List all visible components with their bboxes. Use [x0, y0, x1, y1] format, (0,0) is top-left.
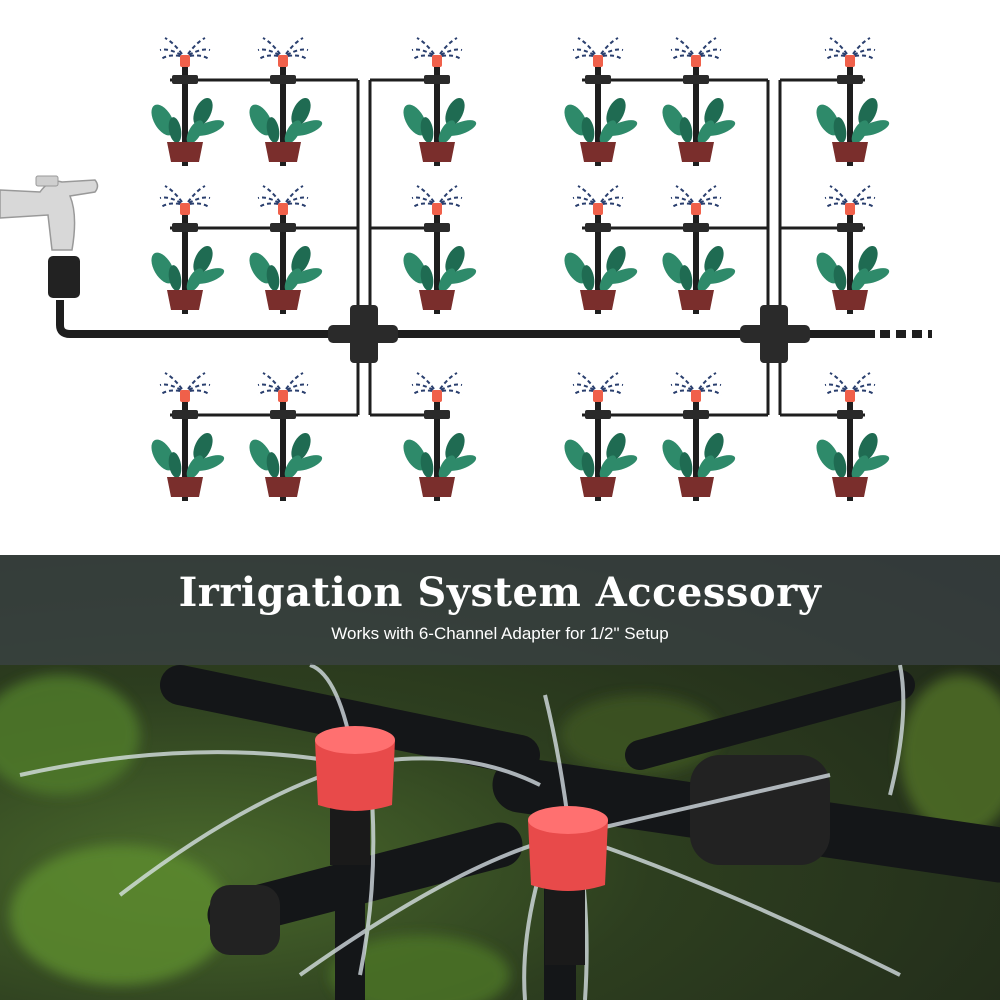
spray-icon	[572, 372, 624, 396]
faucet-icon	[0, 175, 99, 298]
spray-icon	[411, 185, 463, 209]
spray-icon	[670, 37, 722, 61]
title-banner: Irrigation System Accessory Works with 6…	[0, 555, 1000, 665]
potted-plant-with-sprinkler	[249, 372, 323, 501]
potted-plant-with-sprinkler	[403, 37, 477, 166]
potted-plant-with-sprinkler	[816, 37, 890, 166]
spray-icon	[572, 37, 624, 61]
irrigation-layout-diagram	[0, 37, 932, 501]
sprinkler-photo-illustration	[0, 663, 1000, 1000]
potted-plant-with-sprinkler	[662, 372, 736, 501]
spray-icon	[572, 185, 624, 209]
potted-plant-with-sprinkler	[151, 37, 225, 166]
spray-icon	[670, 372, 722, 396]
potted-plant-with-sprinkler	[816, 372, 890, 501]
spray-icon	[159, 185, 211, 209]
potted-plant-with-sprinkler	[249, 37, 323, 166]
spray-icon	[257, 37, 309, 61]
spray-icon	[824, 37, 876, 61]
red-sprinkler-head	[528, 806, 608, 965]
spray-icon	[824, 185, 876, 209]
potted-plant-with-sprinkler	[249, 185, 323, 314]
potted-plant-with-sprinkler	[403, 372, 477, 501]
spray-icon	[159, 37, 211, 61]
spray-icon	[257, 185, 309, 209]
potted-plant-with-sprinkler	[564, 185, 638, 314]
main-pipe	[56, 300, 875, 338]
potted-plant-with-sprinkler	[662, 185, 736, 314]
potted-plant-with-sprinkler	[564, 37, 638, 166]
spray-icon	[257, 372, 309, 396]
potted-plant-with-sprinkler	[662, 37, 736, 166]
product-photo: Irrigation System Accessory Works with 6…	[0, 555, 1000, 1000]
spray-icon	[824, 372, 876, 396]
banner-title: Irrigation System Accessory	[178, 569, 822, 616]
adapter-6-channel	[740, 305, 810, 363]
potted-plant-with-sprinkler	[151, 185, 225, 314]
potted-plant-with-sprinkler	[151, 372, 225, 501]
red-sprinkler-head	[315, 726, 395, 865]
potted-plant-with-sprinkler	[564, 372, 638, 501]
potted-plant-with-sprinkler	[403, 185, 477, 314]
spray-icon	[411, 37, 463, 61]
spray-icon	[411, 372, 463, 396]
spray-icon	[670, 185, 722, 209]
banner-subtitle: Works with 6-Channel Adapter for 1/2" Se…	[331, 624, 669, 643]
spray-icon	[159, 372, 211, 396]
potted-plant-with-sprinkler	[816, 185, 890, 314]
adapter-6-channel	[328, 305, 398, 363]
